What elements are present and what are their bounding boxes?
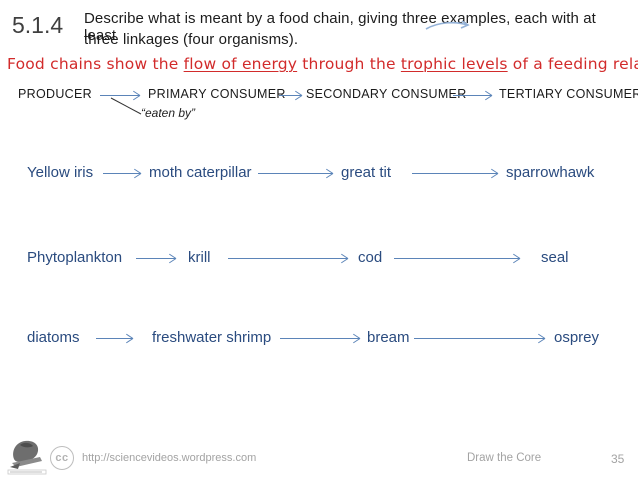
arrow-icon <box>279 95 302 96</box>
arrow-icon <box>103 173 141 174</box>
key-point-part3: of a feeding relationship. <box>512 55 638 73</box>
organism-bream: bream <box>367 329 410 346</box>
organism-seal: seal <box>541 249 569 266</box>
arrow-icon <box>228 258 348 259</box>
organism-osprey: osprey <box>554 329 600 346</box>
arrow-icon <box>414 338 545 339</box>
organism-sparrowhawk: sparrowhawk <box>506 164 595 181</box>
trophic-label-producer: PRODUCER <box>18 87 92 101</box>
footer-attribution: Draw the Core <box>467 452 542 464</box>
organism-moth-caterpillar: moth caterpillar <box>149 164 252 181</box>
key-point-underline2: trophic levels <box>400 55 508 73</box>
trophic-label-primary-consumer: PRIMARY CONSUMER <box>148 87 286 101</box>
organism-krill: krill <box>188 249 211 266</box>
trophic-label-tertiary-consumer: TERTIARY CONSUMER <box>499 87 638 101</box>
key-point-part2: through the <box>297 55 401 73</box>
arrow-icon <box>412 173 498 174</box>
callout-line <box>110 97 142 115</box>
arrow-icon <box>96 338 133 339</box>
arrow-icon <box>394 258 520 259</box>
trophic-label-secondary-consumer: SECONDARY CONSUMER <box>306 87 467 101</box>
organism-phytoplankton: Phytoplankton <box>27 249 123 266</box>
key-point-text: Food chains show the flow of energy thro… <box>7 55 638 73</box>
arrow-icon <box>100 95 140 96</box>
footer-url[interactable]: http://sciencevideos.wordpress.com <box>82 452 257 464</box>
arrow-icon <box>453 95 492 96</box>
arrow-icon <box>258 173 333 174</box>
organism-great-tit: great tit <box>341 164 392 181</box>
organism-freshwater-shrimp: freshwater shrimp <box>152 329 272 346</box>
section-number: 5.1.4 <box>12 12 64 38</box>
slide-title-line-2: three linkages (four organisms). <box>84 31 299 48</box>
page-number: 35 <box>611 452 625 466</box>
creative-commons-icon: cc <box>50 446 74 470</box>
organism-diatoms: diatoms <box>27 329 80 346</box>
slide-title-line-1: Describe what is meant by a food chain, … <box>84 10 596 44</box>
logo-image <box>7 440 47 475</box>
key-point-underline1: flow of energy <box>183 55 298 73</box>
arrow-icon <box>136 258 176 259</box>
organism-cod: cod <box>358 249 383 266</box>
swoosh-arrow-icon <box>425 20 470 30</box>
arrow-icon <box>280 338 360 339</box>
organism-yellow-iris: Yellow iris <box>27 164 94 181</box>
eaten-by-annotation: “eaten by” <box>141 106 196 120</box>
key-point-part1: Food chains show the <box>7 55 184 73</box>
